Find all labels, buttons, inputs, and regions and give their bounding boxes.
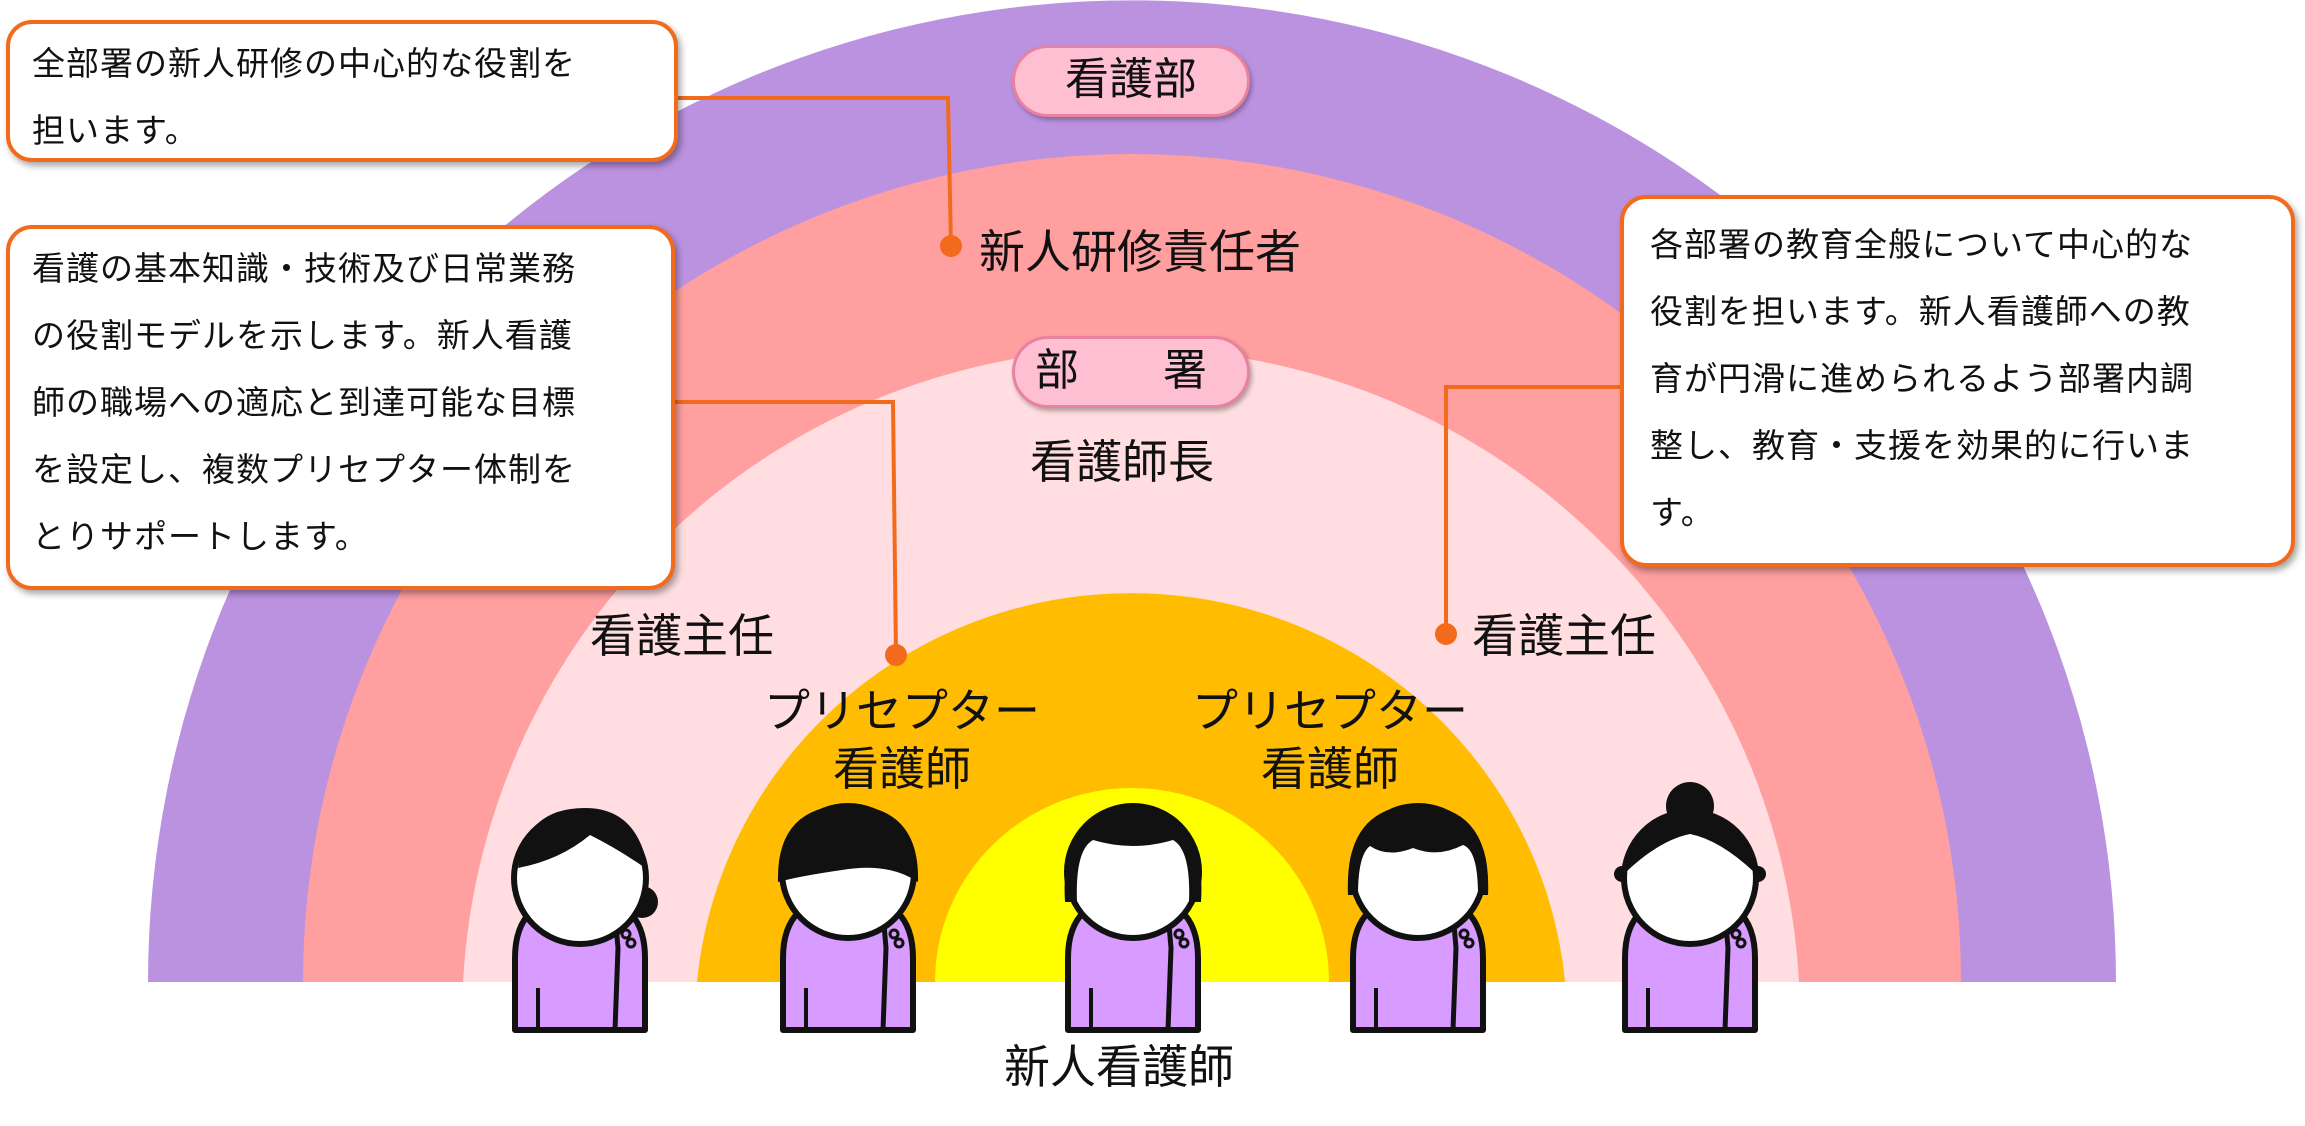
department-pill: 部 署 <box>1012 336 1250 408</box>
nurse-figure-chief-left <box>514 808 658 1030</box>
new-staff-training-manager-label: 新人研修責任者 <box>979 225 1301 279</box>
connector-line-training-manager <box>678 96 953 247</box>
head-nurse-label: 看護師長 <box>1030 435 1214 489</box>
nursing-department-pill: 看護部 <box>1012 45 1250 117</box>
connector-dot-chief-nurse <box>1435 623 1457 645</box>
connector-dot-preceptor <box>885 644 907 666</box>
connector-dot-training-manager <box>940 235 962 257</box>
nurse-figure-preceptor-left <box>777 805 919 1030</box>
preceptor-nurse-left-label: プリセプター 看護師 <box>764 684 1040 796</box>
nurse-figure-preceptor-right <box>1347 805 1489 1030</box>
connector-line-preceptor <box>675 400 898 656</box>
chief-nurse-right-label: 看護主任 <box>1472 609 1656 663</box>
preceptor-nurse-right-label: プリセプター 看護師 <box>1192 684 1468 796</box>
connector-line-chief-nurse <box>1444 385 1620 632</box>
preceptor-callout: 看護の基本知識・技術及び日常業務 の役割モデルを示します。新人看護 師の職場への… <box>6 225 675 590</box>
nurse-figure-new <box>1065 805 1202 1030</box>
nurse-figure-chief-right <box>1614 782 1766 1030</box>
training-manager-callout: 全部署の新人研修の中心的な役割を 担います。 <box>6 20 678 162</box>
chief-nurse-left-label: 看護主任 <box>590 609 774 663</box>
chief-nurse-callout: 各部署の教育全般について中心的な 役割を担います。新人看護師への教 育が円滑に進… <box>1620 195 2295 567</box>
new-nurse-label: 新人看護師 <box>1004 1040 1234 1094</box>
